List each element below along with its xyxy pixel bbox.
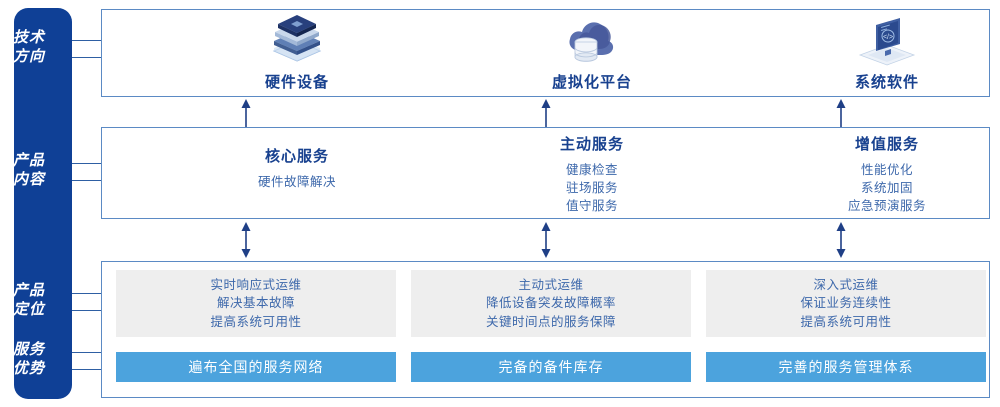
monitor-code-icon: </> (858, 17, 916, 65)
rail-label-line: 内容 (12, 171, 45, 188)
product-content-title: 增值服务 (854, 136, 919, 153)
position-card-deep[interactable]: 深入式运维 保证业务连续性 提高系统可用性 (706, 270, 986, 337)
advantage-bar-management[interactable]: 完善的服务管理体系 (706, 352, 986, 382)
product-content-item: 应急预演服务 (847, 199, 926, 213)
position-card-line: 保证业务连续性 (800, 296, 892, 311)
product-content-item: 健康检查 (565, 163, 618, 177)
advantage-bar-spare-parts[interactable]: 完备的备件库存 (411, 352, 691, 382)
rail-label-tech-direction: 技术 方向 (0, 28, 58, 66)
rail-label-service-advantage: 服务 优势 (0, 340, 58, 378)
cloud-database-icon (569, 21, 614, 62)
connector-line (72, 57, 105, 58)
product-content-section: 核心服务 硬件故障解决 主动服务 健康检查 驻场服务 值守服务 增值服务 性能优… (101, 127, 990, 219)
rail-label-product-position: 产品 定位 (0, 281, 58, 319)
rail-label-line: 优势 (12, 360, 45, 377)
product-content-item: 硬件故障解决 (257, 175, 336, 189)
arrow-up-icon (541, 99, 551, 127)
arrow-up-icon (241, 99, 251, 127)
advantage-bar-label: 完善的服务管理体系 (778, 359, 914, 375)
connector-line (72, 310, 105, 311)
server-stack-icon (272, 14, 322, 62)
position-card-line: 主动式运维 (518, 277, 584, 292)
rail-label-line: 产品 (12, 282, 45, 299)
position-card-line: 提高系统可用性 (800, 314, 892, 329)
arrow-up-icon (836, 99, 846, 127)
product-content-column-value-added[interactable]: 增值服务 性能优化 系统加固 应急预演服务 (742, 128, 1000, 218)
rail-label-line: 服务 (12, 341, 45, 358)
rail-label-line: 产品 (12, 152, 45, 169)
position-card-realtime[interactable]: 实时响应式运维 解决基本故障 提高系统可用性 (116, 270, 396, 337)
connector-line (72, 293, 105, 294)
connector-line (72, 180, 105, 181)
connector-line (72, 40, 105, 41)
tech-column-virtualization[interactable]: 虚拟化平台 (447, 10, 737, 96)
advantage-bar-network[interactable]: 遍布全国的服务网络 (116, 352, 396, 382)
arrow-up-down-icon (836, 222, 846, 258)
position-card-line: 提高系统可用性 (210, 314, 302, 329)
tech-column-title: 硬件设备 (264, 73, 329, 91)
rail-label-line: 技术 (12, 29, 45, 46)
position-card-proactive[interactable]: 主动式运维 降低设备突发故障概率 关键时间点的服务保障 (411, 270, 691, 337)
product-content-item: 系统加固 (860, 181, 913, 195)
position-card-line: 解决基本故障 (216, 296, 295, 311)
product-content-item: 性能优化 (860, 163, 913, 177)
tech-column-system-software[interactable]: </> 系统软件 (742, 10, 1000, 96)
product-content-title: 核心服务 (264, 148, 329, 165)
product-content-column-proactive[interactable]: 主动服务 健康检查 驻场服务 值守服务 (447, 128, 737, 218)
rail-label-line: 定位 (12, 301, 45, 318)
tech-column-title: 虚拟化平台 (551, 73, 632, 91)
svg-text:</>: </> (883, 34, 893, 41)
product-content-column-core[interactable]: 核心服务 硬件故障解决 (152, 128, 442, 218)
product-content-title: 主动服务 (559, 136, 624, 153)
rail-label-line: 方向 (12, 48, 45, 65)
tech-direction-section: 硬件设备 虚拟化平台 (101, 9, 990, 97)
left-label-rail (14, 8, 72, 399)
tech-column-hardware[interactable]: 硬件设备 (152, 10, 442, 96)
arrow-up-down-icon (241, 222, 251, 258)
position-card-line: 关键时间点的服务保障 (485, 314, 616, 329)
connector-line (72, 163, 105, 164)
product-content-item: 驻场服务 (565, 181, 618, 195)
rail-label-product-content: 产品 内容 (0, 151, 58, 189)
product-content-item: 值守服务 (565, 199, 618, 213)
tech-column-title: 系统软件 (854, 73, 919, 91)
advantage-bar-label: 遍布全国的服务网络 (188, 359, 324, 375)
arrow-up-down-icon (541, 222, 551, 258)
position-advantage-section: 实时响应式运维 解决基本故障 提高系统可用性 主动式运维 降低设备突发故障概率 … (101, 261, 990, 398)
position-card-line: 深入式运维 (813, 277, 879, 292)
position-card-line: 降低设备突发故障概率 (485, 296, 616, 311)
connector-line (72, 352, 105, 353)
advantage-bar-label: 完备的备件库存 (498, 359, 604, 375)
position-card-line: 实时响应式运维 (210, 277, 302, 292)
connector-line (72, 369, 105, 370)
